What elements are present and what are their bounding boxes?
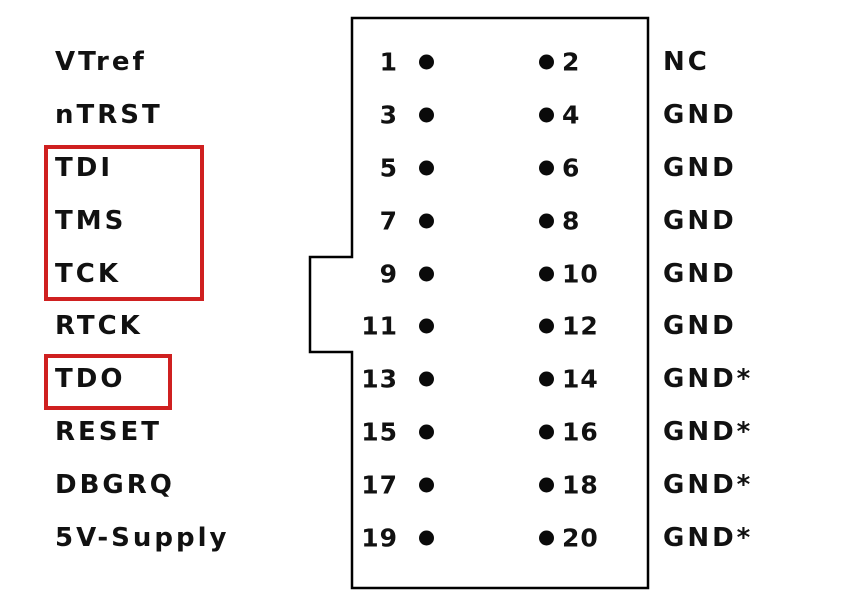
pin-dot-left <box>419 160 434 176</box>
pin-dot-left <box>419 107 434 123</box>
pin-number-left: 7 <box>379 206 398 236</box>
pin-dot-right <box>539 530 554 546</box>
pin-dot-left <box>419 266 434 282</box>
ground-label: GND <box>663 258 737 289</box>
ground-label: GND <box>663 152 737 183</box>
signal-label: nTRST <box>55 100 163 131</box>
pin-rows: VTref 1 2 NC nTRST 3 4 GND TDI 5 6 GND T… <box>0 36 852 564</box>
pin-number-left: 19 <box>361 523 398 553</box>
pin-number-right: 4 <box>562 100 581 130</box>
pin-dot-right <box>539 213 554 229</box>
pin-row: VTref 1 2 NC <box>0 36 852 89</box>
ground-label: NC <box>663 47 710 78</box>
highlight-box <box>44 145 204 301</box>
pin-dot-left <box>419 318 434 334</box>
pin-row: DBGRQ 17 18 GND* <box>0 458 852 511</box>
signal-label: 5V-Supply <box>55 522 230 553</box>
pin-number-right: 20 <box>562 523 599 553</box>
pin-dot-left <box>419 213 434 229</box>
ground-label: GND <box>663 205 737 236</box>
pin-dot-right <box>539 424 554 440</box>
signal-label: TMS <box>55 205 127 236</box>
pin-number-right: 10 <box>562 259 599 289</box>
pin-number-left: 15 <box>361 417 398 447</box>
ground-label: GND* <box>663 416 754 447</box>
ground-label: GND* <box>663 469 754 500</box>
pin-number-left: 5 <box>379 153 398 183</box>
ground-label: GND* <box>663 364 754 395</box>
pin-row: TMS 7 8 GND <box>0 194 852 247</box>
pin-dot-right <box>539 477 554 493</box>
pin-dot-left <box>419 54 434 70</box>
pin-dot-left <box>419 371 434 387</box>
highlight-box <box>44 354 172 410</box>
pin-row: TCK 9 10 GND <box>0 247 852 300</box>
pin-dot-right <box>539 160 554 176</box>
signal-label: VTref <box>55 47 147 78</box>
pin-dot-left <box>419 530 434 546</box>
signal-label: DBGRQ <box>55 469 175 500</box>
pin-number-left: 17 <box>361 470 398 500</box>
pin-number-left: 1 <box>379 47 398 77</box>
pin-number-right: 2 <box>562 47 581 77</box>
pin-number-right: 8 <box>562 206 581 236</box>
ground-label: GND* <box>663 522 754 553</box>
pin-number-left: 11 <box>361 311 398 341</box>
pin-number-left: 9 <box>379 259 398 289</box>
pin-row: nTRST 3 4 GND <box>0 89 852 142</box>
pin-dot-right <box>539 107 554 123</box>
signal-label: TDO <box>55 364 126 395</box>
pin-number-right: 6 <box>562 153 581 183</box>
pin-row: 5V-Supply 19 20 GND* <box>0 511 852 564</box>
signal-label: RESET <box>55 416 163 447</box>
signal-label: RTCK <box>55 311 143 342</box>
pin-number-right: 12 <box>562 311 599 341</box>
pin-dot-right <box>539 371 554 387</box>
pin-dot-right <box>539 266 554 282</box>
ground-label: GND <box>663 100 737 131</box>
pin-number-right: 18 <box>562 470 599 500</box>
pin-number-right: 14 <box>562 364 599 394</box>
pin-number-left: 3 <box>379 100 398 130</box>
pin-dot-left <box>419 424 434 440</box>
pin-number-left: 13 <box>361 364 398 394</box>
pin-row: RTCK 11 12 GND <box>0 300 852 353</box>
pin-dot-right <box>539 318 554 334</box>
ground-label: GND <box>663 311 737 342</box>
pin-dot-right <box>539 54 554 70</box>
pin-row: TDI 5 6 GND <box>0 142 852 195</box>
pin-row: RESET 15 16 GND* <box>0 406 852 459</box>
pin-number-right: 16 <box>562 417 599 447</box>
signal-label: TCK <box>55 258 121 289</box>
pin-row: TDO 13 14 GND* <box>0 353 852 406</box>
pin-dot-left <box>419 477 434 493</box>
signal-label: TDI <box>55 152 113 183</box>
